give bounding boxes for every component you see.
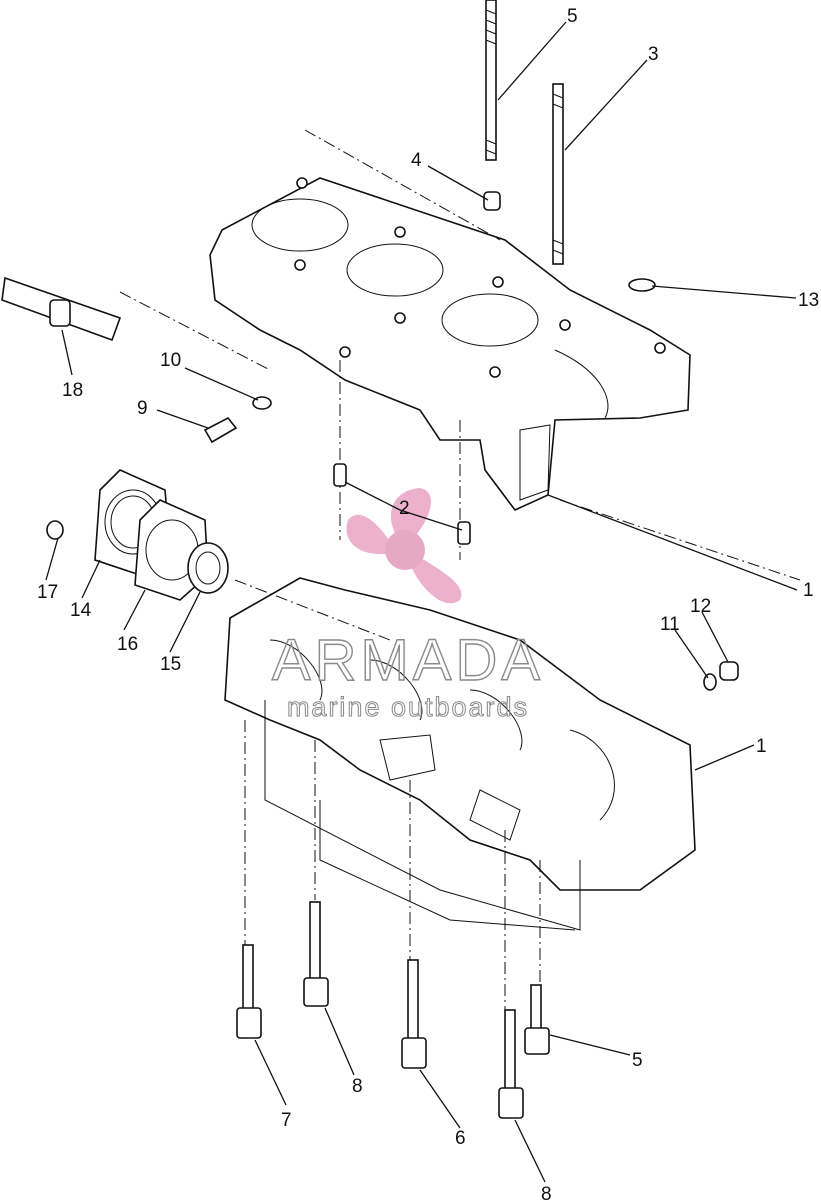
lower-crankcase bbox=[224, 577, 696, 931]
callout-12: 12 bbox=[690, 596, 711, 617]
plug-12 bbox=[719, 661, 739, 681]
callout-labels: 5 3 4 13 18 10 9 2 1 17 14 16 15 11 12 1… bbox=[37, 6, 819, 1202]
bolt-6 bbox=[401, 959, 427, 1069]
bolt-8b bbox=[498, 1009, 524, 1119]
fitting-9 bbox=[203, 416, 238, 444]
callout-1-upper: 1 bbox=[803, 580, 814, 601]
stud-5-top bbox=[485, 0, 497, 161]
callout-15: 15 bbox=[160, 654, 181, 675]
dowel-4 bbox=[483, 191, 501, 211]
callout-3: 3 bbox=[648, 44, 659, 65]
callout-14: 14 bbox=[70, 600, 92, 621]
screw-17 bbox=[46, 520, 64, 540]
callout-9: 9 bbox=[137, 398, 148, 419]
callout-18: 18 bbox=[62, 380, 83, 401]
callout-1-lower: 1 bbox=[756, 736, 767, 757]
washer-11 bbox=[703, 673, 717, 691]
callout-11: 11 bbox=[660, 614, 680, 635]
callout-4: 4 bbox=[411, 150, 422, 171]
watermark-subtitle: marine outboards bbox=[287, 692, 529, 722]
callout-8-bottom: 8 bbox=[541, 1184, 552, 1202]
callout-8-left: 8 bbox=[352, 1076, 363, 1097]
bolt-7 bbox=[236, 944, 262, 1039]
upper-crankcase bbox=[209, 177, 691, 511]
dowel-2a bbox=[333, 463, 347, 487]
callout-6: 6 bbox=[455, 1128, 466, 1149]
shaft-18 bbox=[1, 276, 122, 342]
leader-lines bbox=[45, 21, 798, 1183]
watermark-propeller-logo bbox=[346, 488, 462, 604]
callout-10: 10 bbox=[160, 350, 181, 371]
dowel-2b bbox=[457, 521, 471, 545]
watermark-title: ARMADA bbox=[272, 628, 544, 693]
callout-2: 2 bbox=[399, 498, 410, 519]
callout-16: 16 bbox=[117, 634, 138, 655]
bolt-8a bbox=[303, 901, 329, 1007]
callout-5-bottom: 5 bbox=[632, 1050, 643, 1071]
callout-5-top: 5 bbox=[567, 6, 578, 27]
stud-3 bbox=[552, 83, 564, 265]
bolt-5-bottom bbox=[524, 984, 550, 1055]
seal-15 bbox=[187, 542, 229, 594]
plug-13 bbox=[628, 278, 656, 292]
watermark-text: ARMADA marine outboards bbox=[271, 627, 544, 722]
callout-17: 17 bbox=[37, 582, 58, 603]
callout-7: 7 bbox=[281, 1110, 292, 1131]
callout-13: 13 bbox=[798, 290, 819, 311]
